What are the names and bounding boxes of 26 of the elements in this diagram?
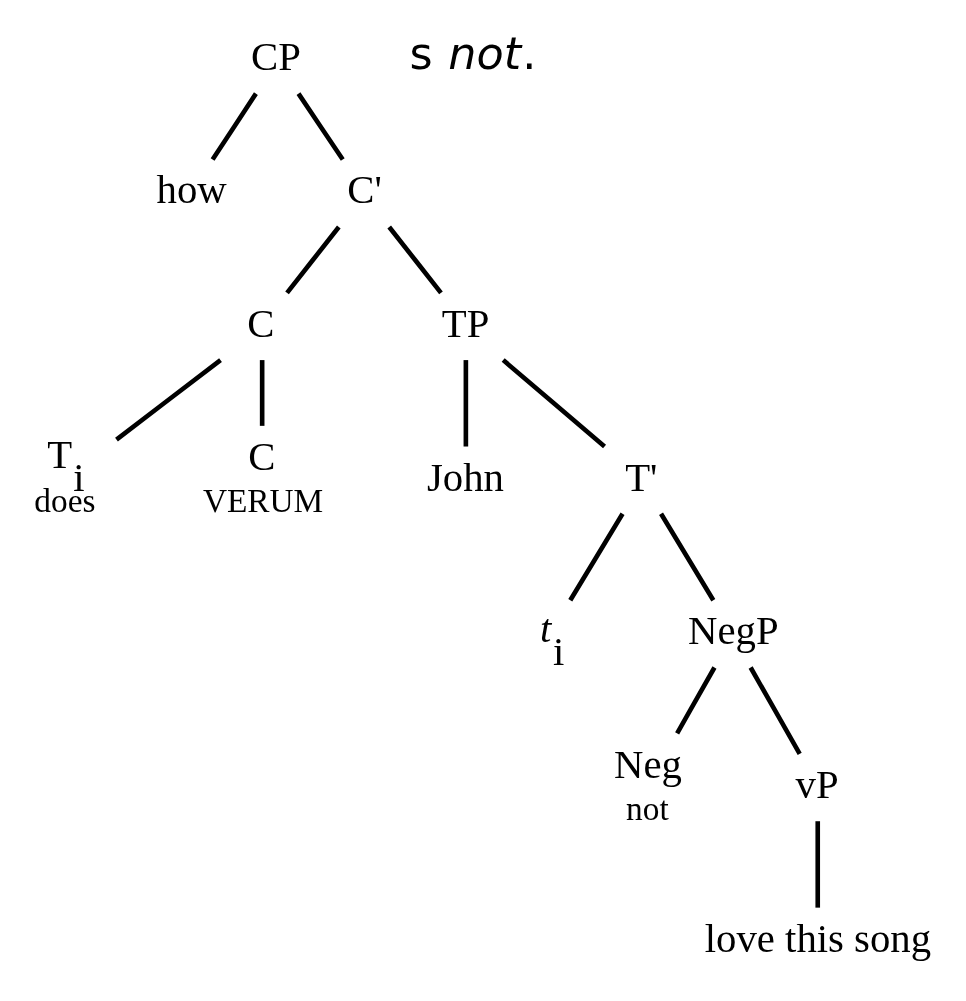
connector bbox=[463, 360, 469, 447]
label: s not. bbox=[409, 28, 537, 80]
node-text: T' bbox=[625, 454, 658, 500]
node-text: love this song bbox=[704, 915, 932, 961]
node-text: vP bbox=[795, 761, 839, 807]
node-text: CP bbox=[251, 34, 301, 80]
connector bbox=[285, 225, 341, 295]
connector bbox=[675, 666, 717, 735]
connector bbox=[259, 360, 265, 426]
connector bbox=[748, 666, 802, 756]
node-text: TP bbox=[441, 300, 490, 346]
connector bbox=[296, 92, 345, 161]
node-text: how bbox=[156, 167, 227, 213]
connector bbox=[115, 358, 222, 442]
connector bbox=[568, 512, 625, 602]
connector bbox=[210, 92, 258, 161]
node-text: C VERUM bbox=[202, 434, 324, 520]
connector bbox=[815, 821, 821, 908]
connector bbox=[501, 358, 607, 449]
connector bbox=[659, 512, 716, 602]
node-text: John bbox=[426, 454, 504, 500]
connector bbox=[387, 225, 443, 295]
node-text: C' bbox=[347, 167, 382, 213]
node-text: Neg not bbox=[614, 741, 682, 827]
node-text: C bbox=[247, 300, 275, 346]
node-text: NegP bbox=[688, 608, 779, 654]
